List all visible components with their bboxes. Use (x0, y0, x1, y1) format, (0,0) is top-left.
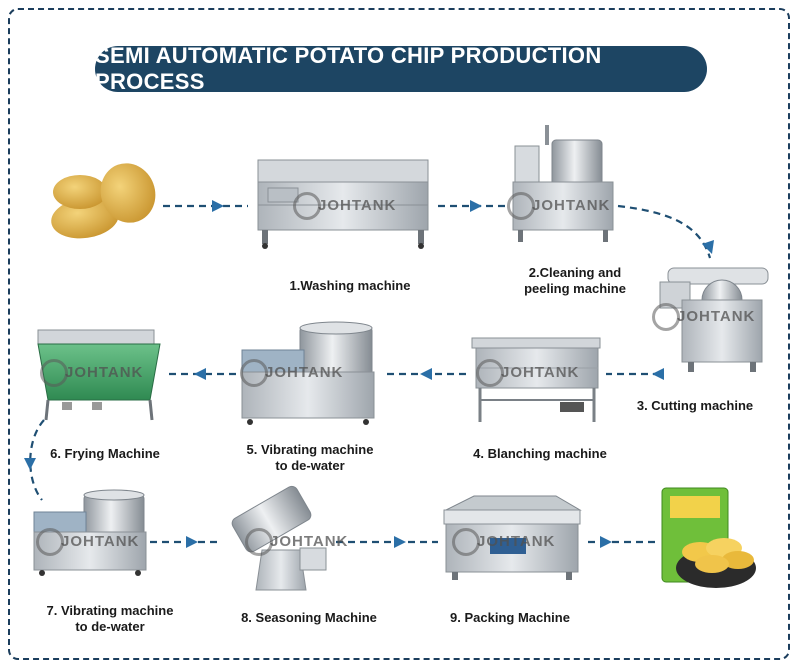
page-title: SEMI AUTOMATIC POTATO CHIP PRODUCTION PR… (95, 43, 707, 94)
brand-logo-icon (452, 528, 480, 556)
step-9-label: 9. Packing Machine (450, 610, 570, 625)
step-6-label: 6. Frying Machine (50, 446, 160, 461)
flow-arrows (29, 204, 712, 544)
brand-watermark-4: JOHTANK (501, 364, 580, 381)
brand-watermark-6: JOHTANK (65, 364, 144, 381)
brand-logo-icon (652, 303, 680, 331)
brand-logo-icon (476, 359, 504, 387)
brand-watermark-3: JOHTANK (677, 308, 756, 325)
brand-logo-icon (240, 359, 268, 387)
potatoes-image (51, 163, 156, 239)
brand-watermark-5: JOHTANK (265, 364, 344, 381)
step-4-label: 4. Blanching machine (473, 446, 607, 461)
brand-logo-icon (40, 359, 68, 387)
brand-logo-icon (245, 528, 273, 556)
cutting-machine-image (659, 267, 769, 372)
step-7-label: 7. Vibrating machine to de-water (46, 603, 174, 634)
step-2-label: 2.Cleaning and peeling machine (524, 265, 626, 296)
step-8-label: 8. Seasoning Machine (241, 610, 377, 625)
step-3-label: 3. Cutting machine (636, 398, 754, 413)
brand-logo-icon (36, 528, 64, 556)
brand-logo-icon (293, 192, 321, 220)
brand-watermark-9: JOHTANK (477, 533, 556, 550)
brand-watermark-7: JOHTANK (61, 533, 140, 550)
brand-logo-icon (507, 192, 535, 220)
step-5-label: 5. Vibrating machine to de-water (246, 442, 374, 473)
step-1-label: 1.Washing machine (289, 278, 411, 293)
dashed-border (8, 8, 790, 660)
arrow-heads (24, 200, 714, 548)
potato-chips-image (661, 487, 756, 588)
brand-watermark-1: JOHTANK (318, 197, 397, 214)
washing-machine-image (257, 159, 429, 249)
peeling-machine-image (512, 125, 614, 242)
brand-watermark-2: JOHTANK (532, 197, 611, 214)
brand-watermark-8: JOHTANK (270, 533, 349, 550)
frying-machine-image (37, 329, 161, 421)
